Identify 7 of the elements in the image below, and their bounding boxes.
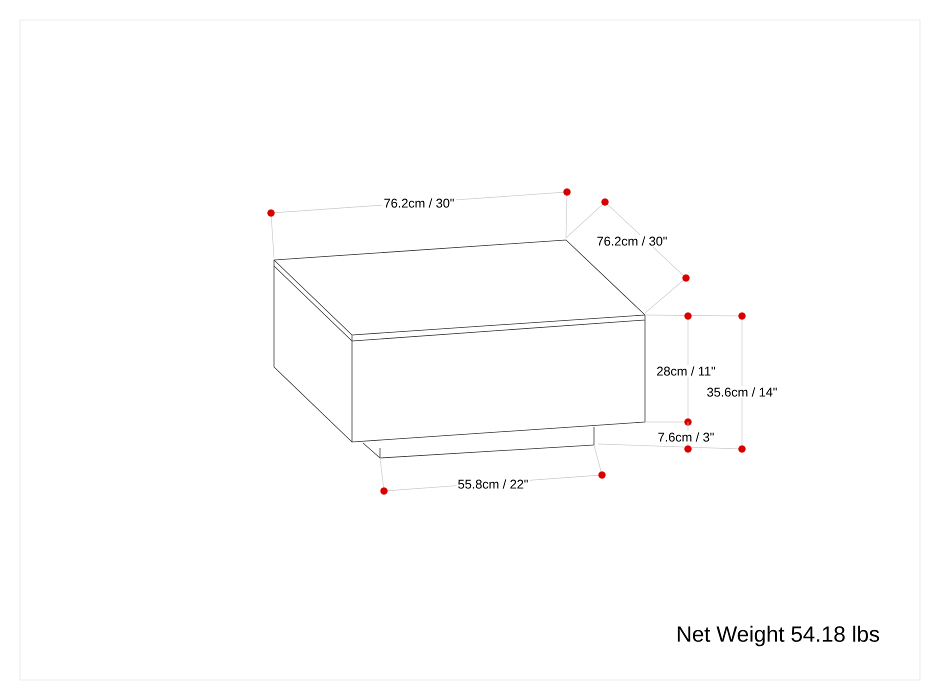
dimension-label: 35.6cm / 14" (705, 386, 779, 398)
dimension-label: 76.2cm / 30" (595, 235, 669, 247)
weight-label: Net Weight 54.18 lbs (678, 626, 880, 646)
dimension-label: 76.2cm / 30" (382, 197, 456, 209)
dimension-label: 7.6cm / 3" (656, 431, 716, 443)
dimension-label: 28cm / 11" (655, 365, 717, 377)
dimension-label: 55.8cm / 22" (456, 478, 530, 490)
